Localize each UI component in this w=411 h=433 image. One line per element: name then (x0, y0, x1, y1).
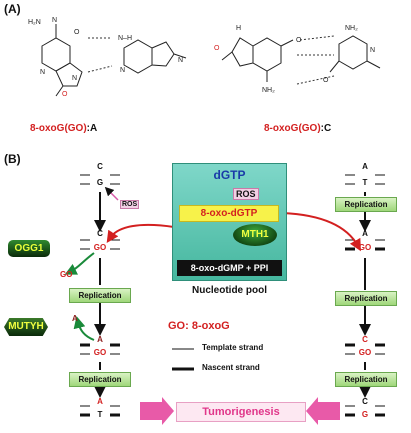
oxo-dgtp-label: 8-oxo-dGTP (179, 205, 279, 222)
left-pair3-bottom: GO (93, 348, 107, 357)
right-pair2-bottom: GO (358, 243, 372, 252)
tumorigenesis-box: Tumorigenesis (176, 402, 306, 422)
pair-label-oxog-c-black: :C (320, 123, 332, 134)
svg-text:NH₂: NH₂ (262, 87, 275, 94)
svg-text:H: H (236, 25, 241, 32)
svg-text:N: N (52, 17, 57, 24)
right-replication-2: Replication (335, 291, 397, 306)
left-replication-2: Replication (69, 372, 131, 387)
removed-go: GO (60, 270, 73, 279)
nucleotide-pool-box: dGTP ROS 8-oxo-dGTP MTH1 8-oxo-dGMP + PP… (172, 163, 287, 281)
left-pair2-bottom: GO (93, 243, 107, 252)
mth1-enzyme: MTH1 (233, 224, 277, 246)
pair-label-oxog-a-red: 8-oxoG(GO) (30, 123, 87, 134)
panel-a-label: (A) (4, 2, 21, 16)
right-pair3-bottom: GO (358, 348, 372, 357)
dgtp-label: dGTP (213, 168, 246, 182)
svg-text:N: N (72, 75, 77, 82)
panel-b-label: (B) (4, 152, 21, 166)
left-ros-label: ROS (120, 200, 140, 209)
go-definition: GO: 8-oxoG (168, 320, 230, 332)
svg-text:O: O (323, 77, 329, 84)
svg-text:N: N (120, 67, 125, 74)
svg-text:H₂N: H₂N (28, 19, 41, 26)
left-pair4-top: A (97, 397, 103, 406)
left-pair3-top: A (97, 335, 103, 344)
right-pair4-top: C (362, 397, 368, 406)
right-pair3-top: C (362, 335, 368, 344)
product-label: 8-oxo-dGMP + PPI (177, 260, 282, 276)
left-replication-1: Replication (69, 288, 131, 303)
oxog-five-ring-2 (231, 37, 254, 67)
legend-nascent: Nascent strand (202, 363, 260, 372)
tumor-arrow-right (306, 397, 340, 425)
right-pair2-top: A (362, 229, 368, 238)
pair-label-oxog-a: 8-oxoG(GO):A (30, 123, 97, 134)
right-replication-3: Replication (335, 372, 397, 387)
svg-text:N: N (178, 57, 183, 64)
pair-label-oxog-c-red: 8-oxoG(GO) (264, 123, 321, 134)
adenine-five-ring (151, 41, 175, 67)
left-pair4-bottom: T (97, 410, 103, 419)
ogg1-enzyme: OGG1 (8, 240, 50, 257)
svg-text:N–H: N–H (118, 35, 132, 42)
pool-ros-label: ROS (233, 188, 259, 200)
mutyh-enzyme: MUTYH (4, 318, 48, 336)
svg-text:N: N (370, 47, 375, 54)
nucleotide-pool-caption: Nucleotide pool (192, 285, 267, 296)
legend-template: Template strand (202, 343, 264, 352)
svg-text:O: O (296, 37, 302, 44)
removed-a: A (72, 314, 78, 323)
left-pair1-top: C (97, 162, 103, 171)
svg-text:O: O (214, 45, 220, 52)
tumor-arrow-left (140, 397, 174, 425)
oxog-five-ring-1 (55, 62, 83, 87)
left-pair2-top: C (97, 229, 103, 238)
left-pair1-bottom: G (96, 178, 104, 187)
right-replication-1: Replication (335, 197, 397, 212)
svg-text:O: O (74, 29, 80, 36)
right-pair1-top: A (362, 162, 368, 171)
right-pair1-bottom: T (362, 178, 368, 187)
right-pair4-bottom: G (361, 410, 369, 419)
svg-text:O: O (62, 91, 68, 98)
svg-text:NH₂: NH₂ (345, 25, 358, 32)
svg-text:N: N (40, 69, 45, 76)
pair-label-oxog-c: 8-oxoG(GO):C (264, 123, 331, 134)
pair-label-oxog-a-black: :A (86, 123, 98, 134)
